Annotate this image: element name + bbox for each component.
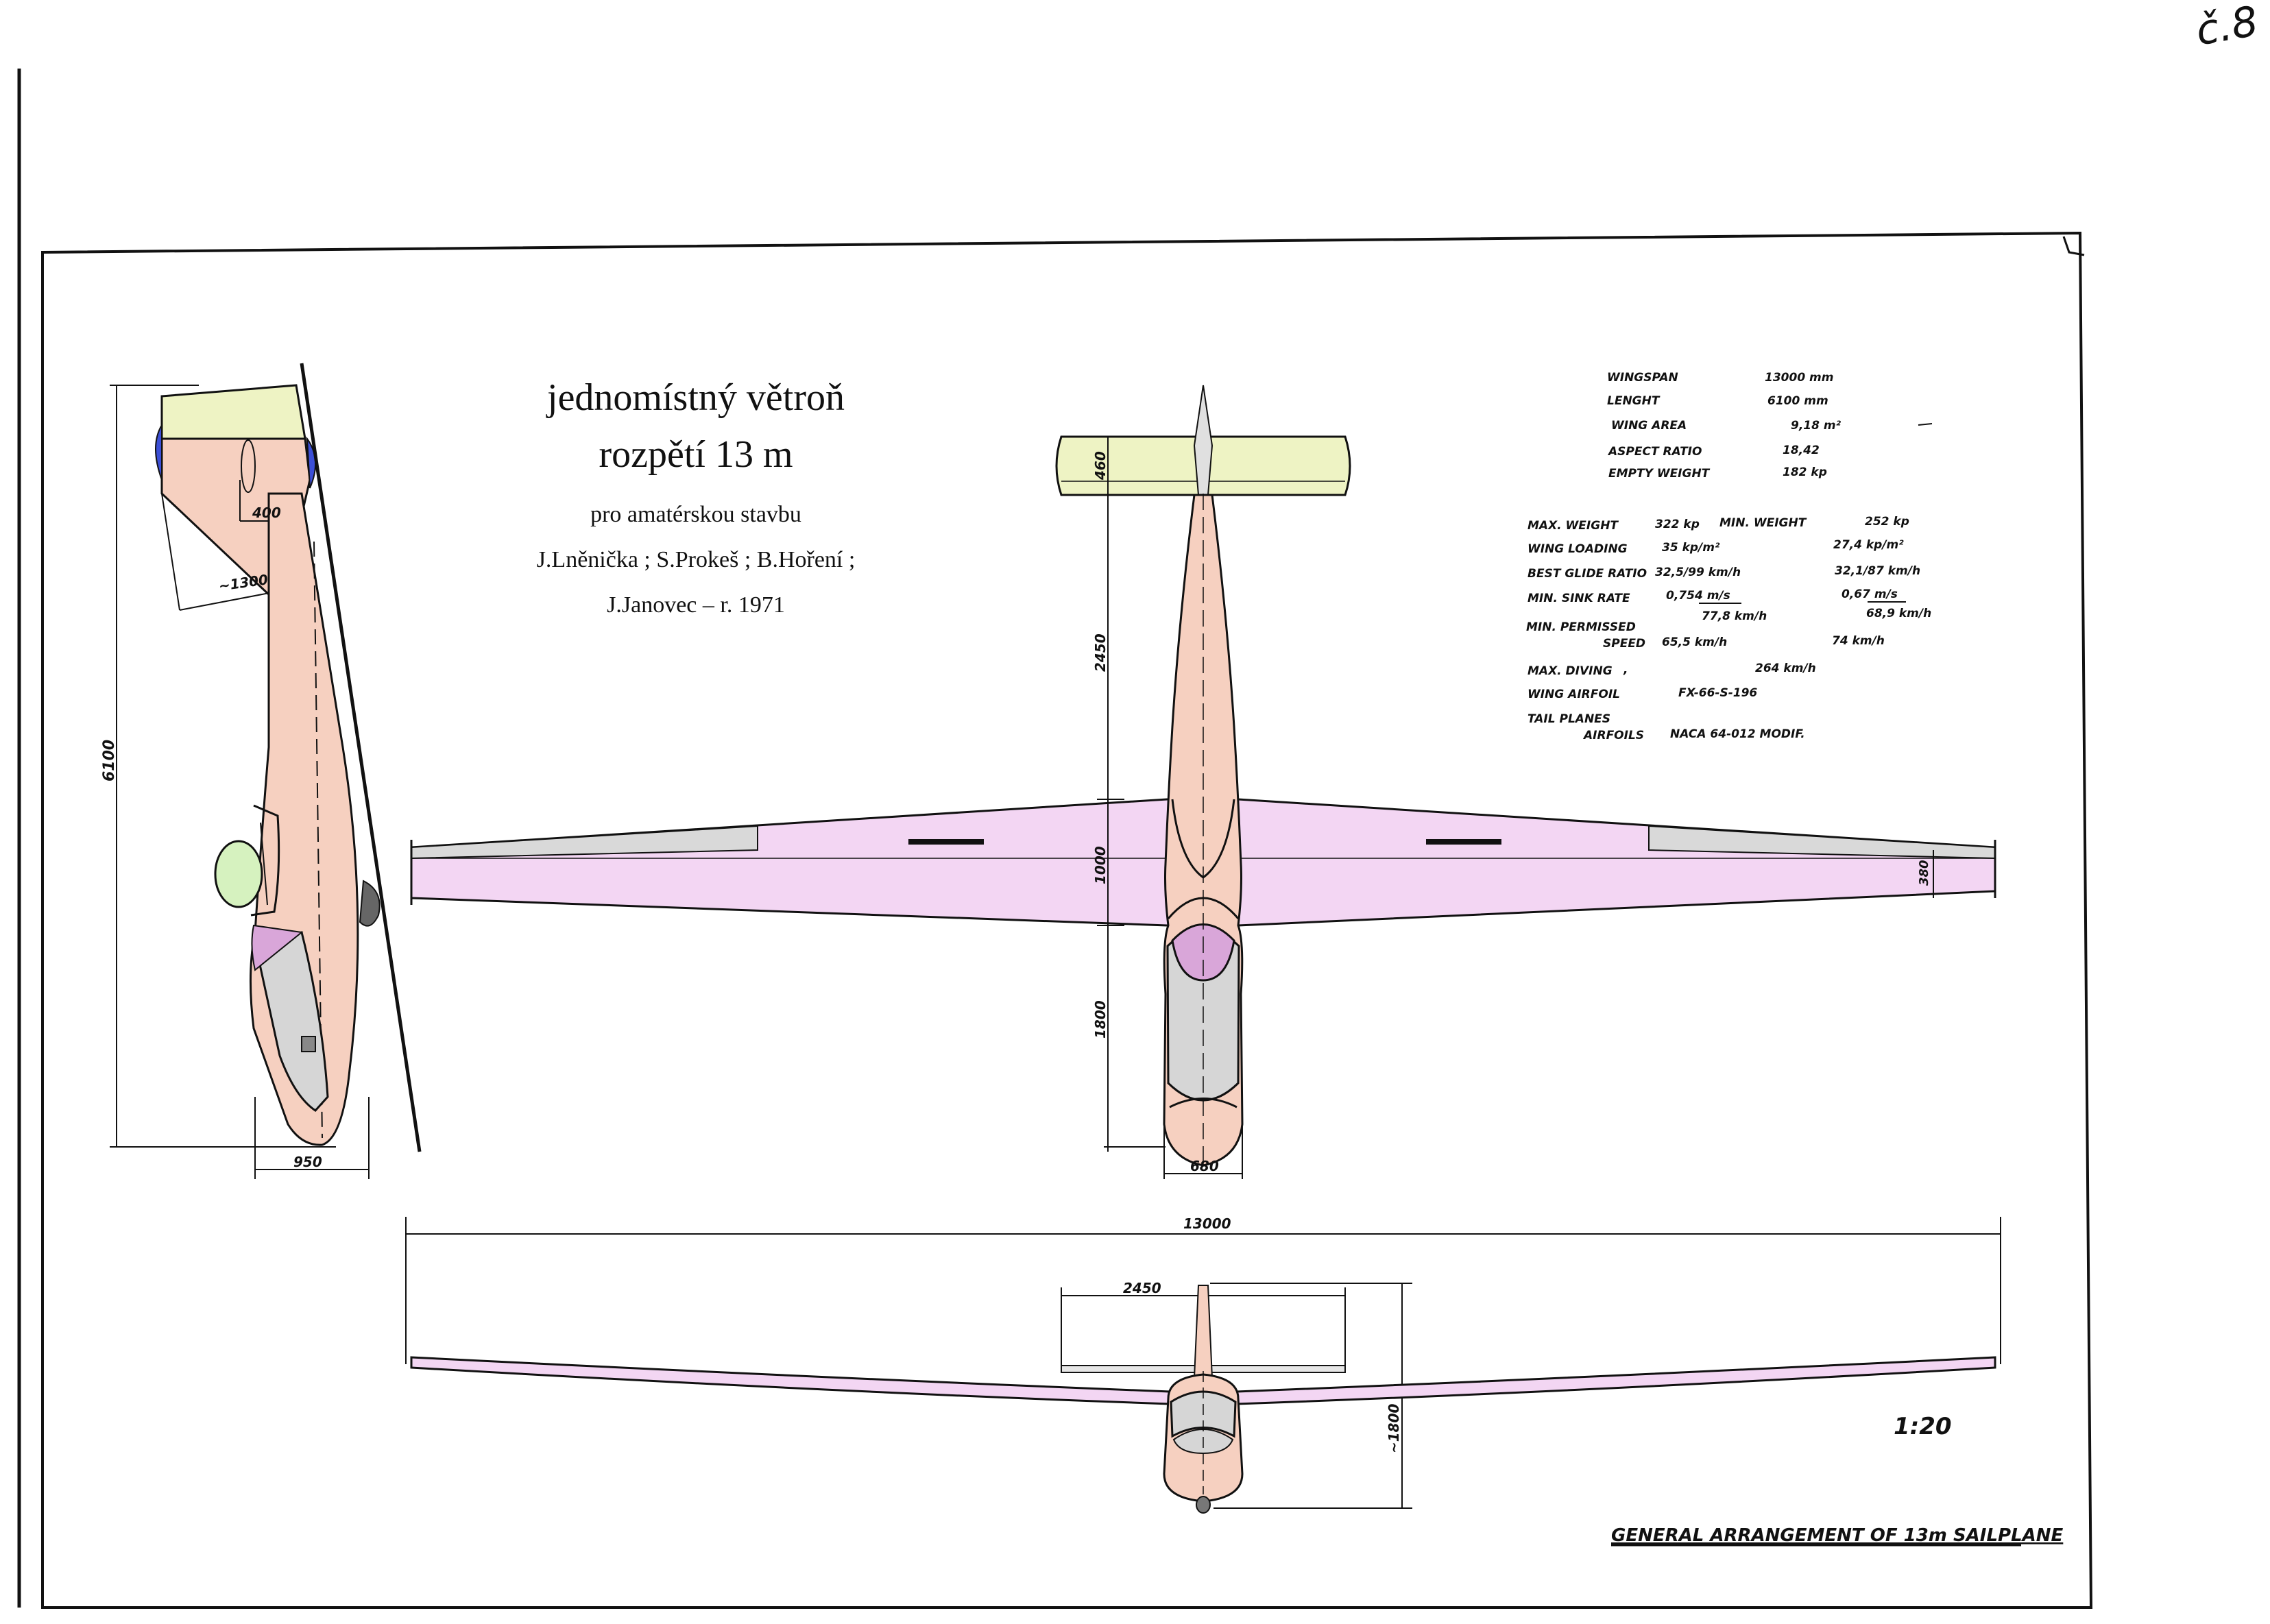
perf-tail-label-2: AIRFOILS <box>1582 729 1644 742</box>
perf-sink-min: 0,67 m/s <box>1842 587 1898 601</box>
title-line-1: jednomístný větroň <box>547 376 845 419</box>
side-view <box>110 363 422 1179</box>
perf-tail-value: NACA 64-012 MODIF. <box>1670 727 1805 741</box>
perf-sink-min-speed: 68,9 km/h <box>1866 607 1931 620</box>
front-view <box>405 1217 2001 1514</box>
drawing-caption: GENERAL ARRANGEMENT OF 13m SAILPLANE <box>1611 1525 2064 1546</box>
side-wheel <box>359 880 381 927</box>
dim-top-460: 460 <box>1092 451 1109 481</box>
frame-tick <box>2062 236 2085 256</box>
top-view <box>410 385 1996 1179</box>
spec-value-length: 6100 mm <box>1767 394 1828 408</box>
perf-airfoil-label: WING AIRFOIL <box>1528 688 1620 701</box>
perf-glide-max: 32,5/99 km/h <box>1655 566 1741 579</box>
perf-wing-loading-min: 27,4 kp/m² <box>1833 538 1904 552</box>
front-main-wing-right <box>1235 1356 1996 1405</box>
spec-label-empty: EMPTY WEIGHT <box>1608 467 1711 481</box>
side-fin-upper <box>160 384 306 440</box>
perf-min-weight-value: 252 kp <box>1865 515 1909 529</box>
perf-sink-label: MIN. SINK RATE <box>1528 592 1630 605</box>
side-ground-line <box>300 363 422 1152</box>
front-wheel <box>1196 1496 1211 1514</box>
side-nose-cone <box>214 840 263 908</box>
dim-top-1000: 1000 <box>1092 846 1109 884</box>
perf-diving-mark: , <box>1623 663 1628 677</box>
perf-permissed-label-1: MIN. PERMISSED <box>1526 620 1636 634</box>
spec-value-wing-area: 9,18 m² <box>1791 419 1842 433</box>
dim-top-680: 680 <box>1190 1158 1219 1174</box>
dim-front-height: ~1800 <box>1386 1403 1402 1453</box>
side-canopy <box>254 931 329 1112</box>
perf-diving-label: MAX. DIVING <box>1528 664 1613 678</box>
perf-wing-loading-max: 35 kp/m² <box>1662 541 1720 555</box>
perf-diving-value: 264 km/h <box>1755 662 1816 675</box>
specs-top-table: WINGSPAN 13000 mm LENGHT 6100 mm WING AR… <box>1607 371 1842 481</box>
dim-top-380: 380 <box>1917 860 1931 886</box>
perf-max-weight-label: MAX. WEIGHT <box>1528 519 1619 533</box>
side-cockpit-seat <box>251 924 304 971</box>
spec-label-aspect: ASPECT RATIO <box>1607 445 1702 459</box>
dim-side-length: 6100 <box>101 740 118 781</box>
front-main-wing <box>410 1356 1171 1405</box>
dim-top-2450: 2450 <box>1092 633 1109 672</box>
spec-value-empty: 182 kp <box>1783 465 1827 479</box>
perf-wing-loading-label: WING LOADING <box>1528 542 1628 556</box>
dim-side-400: 400 <box>252 505 281 521</box>
corner-mark: č.8 <box>2193 0 2262 56</box>
scale-label: 1:20 <box>1894 1413 1952 1440</box>
specs-perf-table: MAX. WEIGHT 322 kp MIN. WEIGHT 252 kp WI… <box>1526 515 1931 742</box>
perf-glide-min: 32,1/87 km/h <box>1835 564 1920 578</box>
spec-value-aspect: 18,42 <box>1783 444 1820 457</box>
perf-min-weight-label: MIN. WEIGHT <box>1719 516 1807 530</box>
perf-airfoil-value: FX-66-S-196 <box>1678 686 1757 700</box>
top-spoiler-left <box>908 839 984 845</box>
title-line-2: rozpětí 13 m <box>599 433 793 476</box>
perf-tail-label-1: TAIL PLANES <box>1528 712 1610 726</box>
spec-label-wing-area: WING AREA <box>1611 419 1687 433</box>
perf-max-weight-value: 322 kp <box>1655 518 1700 531</box>
top-fin <box>1193 385 1214 496</box>
front-fin <box>1193 1285 1214 1379</box>
perf-glide-label: BEST GLIDE RATIO <box>1528 567 1647 581</box>
perf-permissed-max: 65,5 km/h <box>1662 635 1727 649</box>
perf-sink-max: 0,754 m/s <box>1666 589 1730 603</box>
title-line-4: J.Lněnička ; S.Prokeš ; B.Hoření ; <box>536 547 856 572</box>
dim-front-span: 13000 <box>1183 1215 1231 1232</box>
spec-label-length: LENGHT <box>1607 394 1661 408</box>
dim-top-1800: 1800 <box>1092 1000 1109 1039</box>
dim-side-1300: ~1300 <box>217 571 269 594</box>
perf-permissed-min: 74 km/h <box>1832 634 1885 648</box>
title-block: jednomístný větroň rozpětí 13 m pro amat… <box>480 374 912 623</box>
perf-sink-max-speed: 77,8 km/h <box>1702 609 1767 623</box>
dim-side-950: 950 <box>293 1154 322 1170</box>
perf-permissed-label-2: SPEED <box>1603 637 1645 651</box>
spec-label-wingspan: WINGSPAN <box>1607 371 1678 385</box>
spec-value-wingspan: 13000 mm <box>1765 371 1834 385</box>
title-line-5: J.Janovec – r. 1971 <box>607 592 785 618</box>
title-line-3: pro amatérskou stavbu <box>590 502 801 527</box>
dim-front-tail: 2450 <box>1123 1280 1161 1296</box>
top-spoiler-right <box>1426 839 1501 845</box>
drawing-frame <box>41 231 2093 1609</box>
